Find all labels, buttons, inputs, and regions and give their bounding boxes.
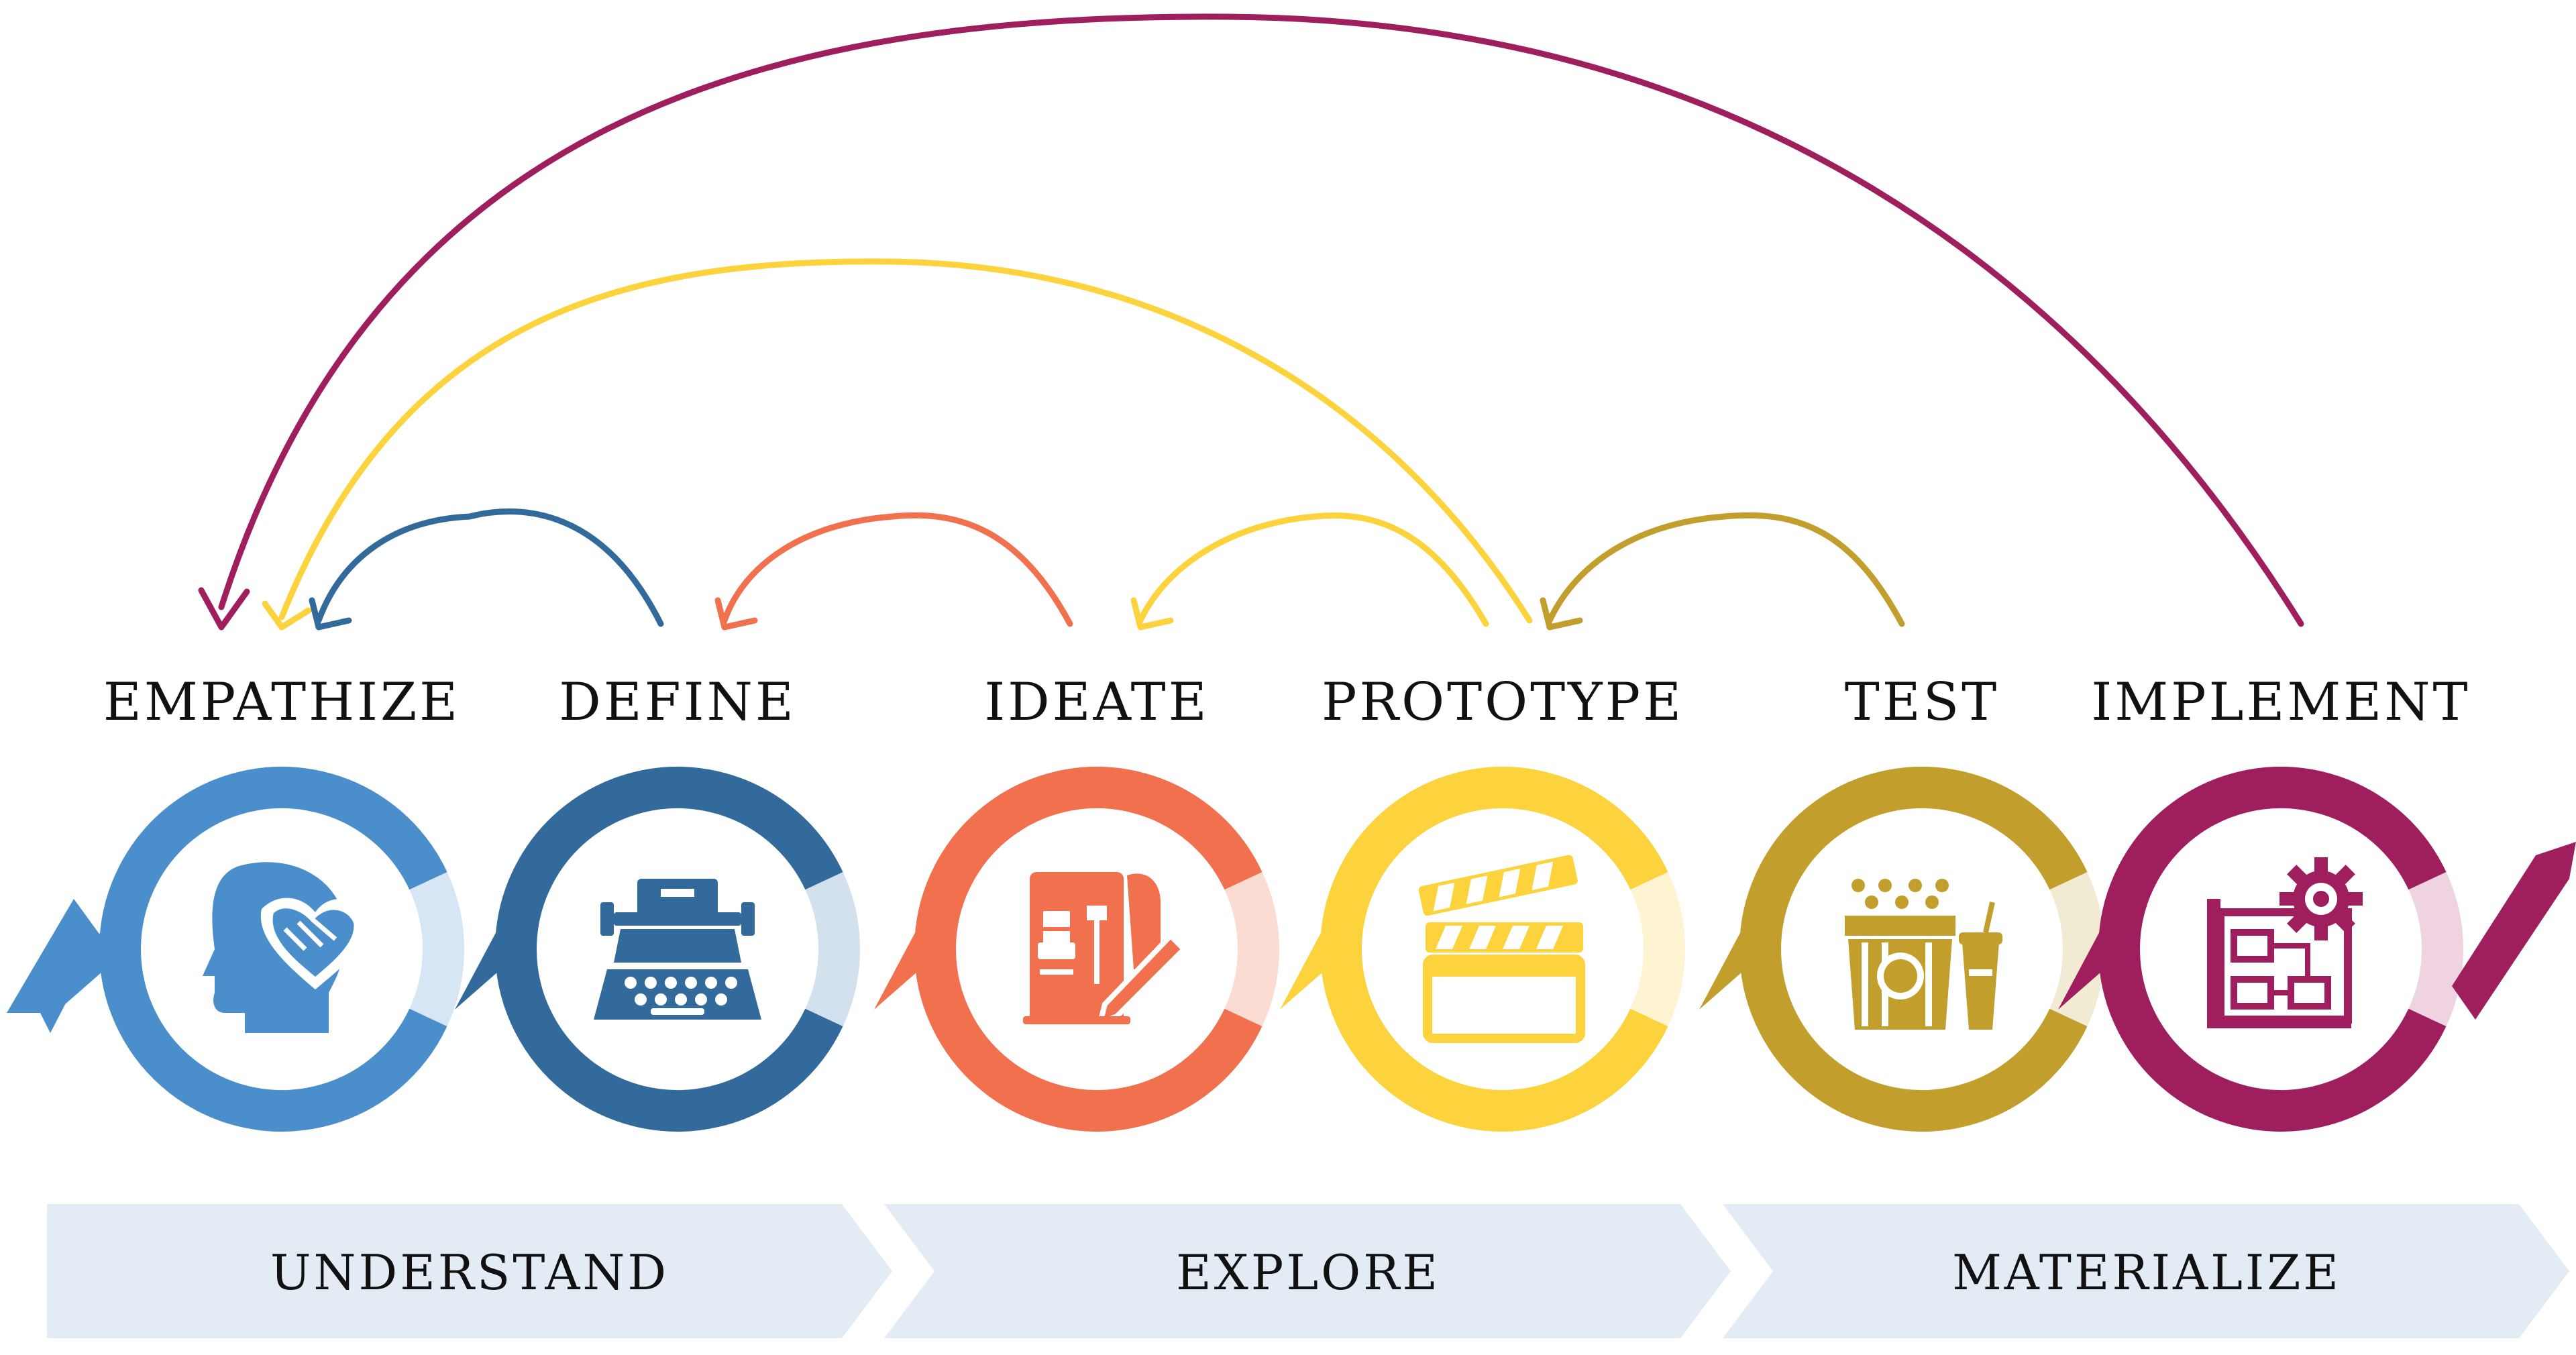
phase-band: UNDERSTAND EXPLORE MATERIALIZE bbox=[47, 1204, 2569, 1338]
stage-label-define: DEFINE bbox=[559, 672, 796, 733]
ring-inner-circle bbox=[2145, 814, 2416, 1085]
stage-label-implement: IMPLEMENT bbox=[2092, 672, 2471, 733]
head-handshake-icon bbox=[203, 862, 367, 1033]
arrowhead-test-to-prototype bbox=[1540, 597, 1583, 631]
ring-light-segment bbox=[409, 872, 464, 1026]
feedback-arrow-implement-to-empathize bbox=[218, 13, 2304, 627]
arrowhead-ideate-to-define bbox=[714, 597, 758, 631]
ring-arrow-tip bbox=[1699, 909, 1753, 1010]
ring-light-segment bbox=[2408, 872, 2463, 1026]
arrowhead-define-to-empathize bbox=[309, 597, 352, 631]
ring-light-segment bbox=[1224, 872, 1279, 1026]
arrowhead-prototype-to-empathize bbox=[262, 600, 312, 631]
popcorn-icon bbox=[1845, 879, 2002, 1030]
phase-explore-chevron bbox=[884, 1204, 1731, 1338]
arrowhead-prototype-to-ideate bbox=[1130, 597, 1174, 631]
phase-materialize-chevron bbox=[1723, 1204, 2569, 1338]
start-tail bbox=[7, 899, 101, 1033]
ring-main-arc bbox=[495, 767, 843, 1132]
stage-icons bbox=[203, 855, 2363, 1043]
feedback-arrows bbox=[198, 13, 2304, 631]
phase-understand-chevron bbox=[47, 1204, 892, 1338]
stage-rings bbox=[7, 767, 2576, 1132]
phase-label-explore: EXPLORE bbox=[1176, 1244, 1440, 1301]
feedback-arrow-define-to-empathize bbox=[315, 508, 664, 627]
stage-label-empathize: EMPATHIZE bbox=[103, 672, 460, 733]
stage-label-prototype: PROTOTYPE bbox=[1322, 672, 1684, 733]
gear-flowchart-icon bbox=[2207, 857, 2363, 1028]
phase-label-understand: UNDERSTAND bbox=[270, 1244, 669, 1301]
ring-arrow-tip bbox=[2058, 909, 2112, 1010]
ring-main-arc bbox=[1320, 767, 1668, 1132]
stage-label-ideate: IDEATE bbox=[984, 672, 1209, 733]
clapperboard-icon bbox=[1418, 855, 1585, 1043]
ring-arrow-tip bbox=[1280, 909, 1334, 1010]
arrowhead-implement-to-empathize bbox=[198, 587, 250, 631]
ring-main-arc bbox=[99, 767, 447, 1132]
feedback-arrow-prototype-to-empathize bbox=[278, 258, 1533, 624]
phase-label-materialize: MATERIALIZE bbox=[1952, 1244, 2341, 1301]
feedback-arrow-ideate-to-define bbox=[721, 512, 1073, 627]
feedback-arrow-prototype-to-ideate bbox=[1137, 512, 1489, 627]
ring-arrow-tip bbox=[455, 909, 508, 1010]
ring-main-arc bbox=[2098, 767, 2447, 1132]
ring-arrow-tip bbox=[874, 909, 928, 1010]
ring-light-segment bbox=[1630, 872, 1685, 1026]
end-tail bbox=[2452, 842, 2576, 1020]
typewriter-icon bbox=[594, 879, 761, 1020]
stage-labels: EMPATHIZE DEFINE IDEATE PROTOTYPE TEST I… bbox=[103, 672, 2471, 733]
ring-main-arc bbox=[1739, 767, 2088, 1132]
ring-light-segment bbox=[805, 872, 860, 1026]
stage-label-test: TEST bbox=[1845, 672, 1999, 733]
ring-main-arc bbox=[914, 767, 1263, 1132]
blueprint-pencil-icon bbox=[1023, 872, 1188, 1028]
feedback-arrow-test-to-prototype bbox=[1546, 512, 1905, 627]
ring-light-segment bbox=[2049, 872, 2104, 1026]
